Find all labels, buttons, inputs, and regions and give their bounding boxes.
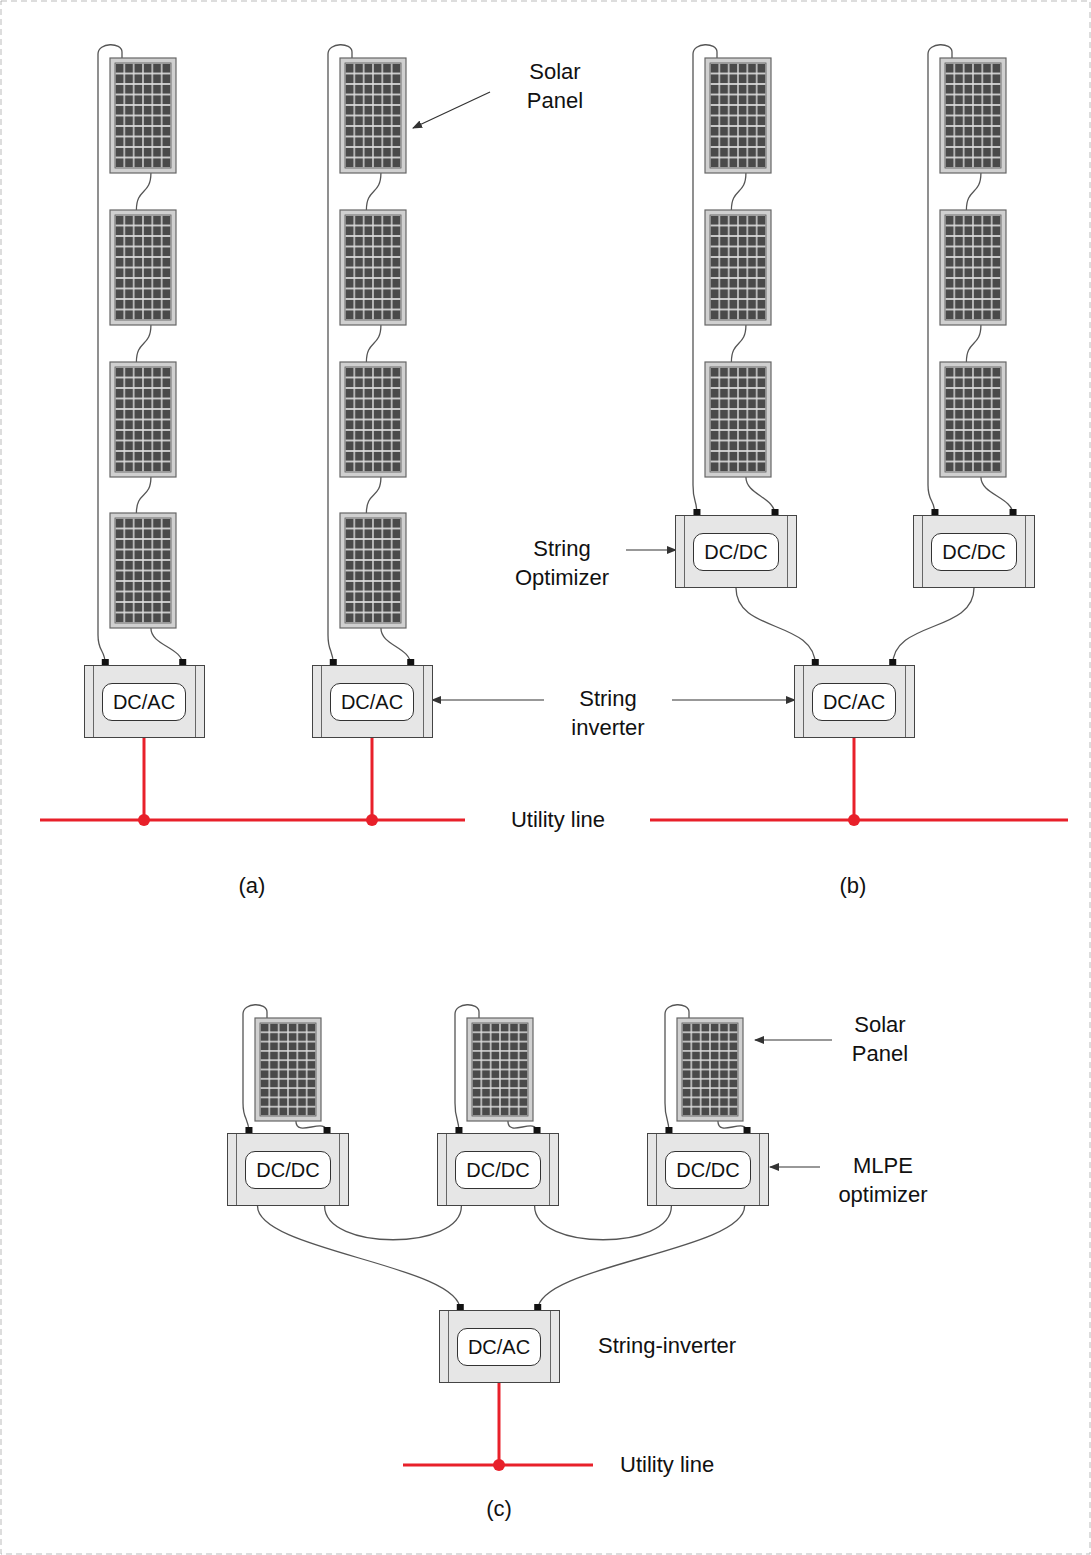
- solar-panel: [467, 1018, 533, 1121]
- solar-panel: [705, 210, 771, 325]
- solar-panel: [340, 58, 406, 173]
- connector-wire: [893, 588, 974, 665]
- string-inverter: DC/AC: [84, 665, 205, 738]
- solar-panels: [110, 58, 1006, 1121]
- solar-panel: [940, 362, 1006, 477]
- connector-wire: [325, 1206, 462, 1240]
- converter-label: DC/DC: [455, 1151, 540, 1189]
- line-label: Utility line: [498, 806, 618, 835]
- connector-wire: [538, 1206, 745, 1310]
- converter-label: DC/AC: [812, 683, 896, 721]
- panel-tag: (c): [469, 1495, 529, 1524]
- junction-dot: [848, 814, 860, 826]
- converter-label: DC/DC: [931, 533, 1016, 571]
- solar-panel: [705, 58, 771, 173]
- part-label: String inverter: [548, 685, 668, 742]
- utility-line: [40, 819, 465, 822]
- solar-panel: [110, 58, 176, 173]
- solar-panel: [340, 210, 406, 325]
- connector-wire: [535, 1206, 672, 1240]
- grid-feed: [143, 738, 146, 820]
- mlpe-optimizer: DC/DC: [437, 1133, 559, 1206]
- grid-feed: [853, 738, 856, 820]
- string-inverter: DC/AC: [794, 665, 915, 738]
- string-inverter: DC/AC: [439, 1310, 560, 1383]
- converter-label: DC/DC: [245, 1151, 330, 1189]
- mlpe-optimizer: DC/DC: [647, 1133, 769, 1206]
- string-optimizer: DC/DC: [675, 515, 797, 588]
- leader-arrows: [413, 92, 832, 1167]
- converter-label: DC/DC: [693, 533, 778, 571]
- mlpe-optimizer: DC/DC: [227, 1133, 349, 1206]
- junction-dot: [366, 814, 378, 826]
- solar-panel: [340, 513, 406, 628]
- grid-feed: [498, 1383, 501, 1465]
- connector-wire: [736, 588, 815, 665]
- solar-panel: [940, 58, 1006, 173]
- connector-wire: [258, 1206, 461, 1310]
- solar-panel: [110, 513, 176, 628]
- panel-tag: (a): [222, 872, 282, 901]
- part-label: Solar Panel: [510, 58, 600, 115]
- converter-label: DC/AC: [457, 1328, 541, 1366]
- panel-tag: (b): [823, 872, 883, 901]
- part-label: String Optimizer: [492, 535, 632, 592]
- solar-panel: [677, 1018, 743, 1121]
- line-label: Utility line: [620, 1451, 770, 1480]
- solar-panel: [110, 210, 176, 325]
- solar-panel: [110, 362, 176, 477]
- solar-panel: [940, 210, 1006, 325]
- grid-feeds: [102, 509, 1017, 1471]
- junction-dot: [138, 814, 150, 826]
- solar-panel: [340, 362, 406, 477]
- part-label: MLPE optimizer: [828, 1152, 938, 1209]
- solar-panel: [705, 362, 771, 477]
- part-label: Solar Panel: [840, 1011, 920, 1068]
- converter-label: DC/AC: [102, 683, 186, 721]
- string-optimizer: DC/DC: [913, 515, 1035, 588]
- part-label: String-inverter: [598, 1332, 778, 1361]
- grid-feed: [371, 738, 374, 820]
- converter-label: DC/DC: [665, 1151, 750, 1189]
- junction-dot: [493, 1459, 505, 1471]
- converter-label: DC/AC: [330, 683, 414, 721]
- panel-wires: [98, 45, 1013, 1133]
- solar-panel: [255, 1018, 321, 1121]
- string-inverter: DC/AC: [312, 665, 433, 738]
